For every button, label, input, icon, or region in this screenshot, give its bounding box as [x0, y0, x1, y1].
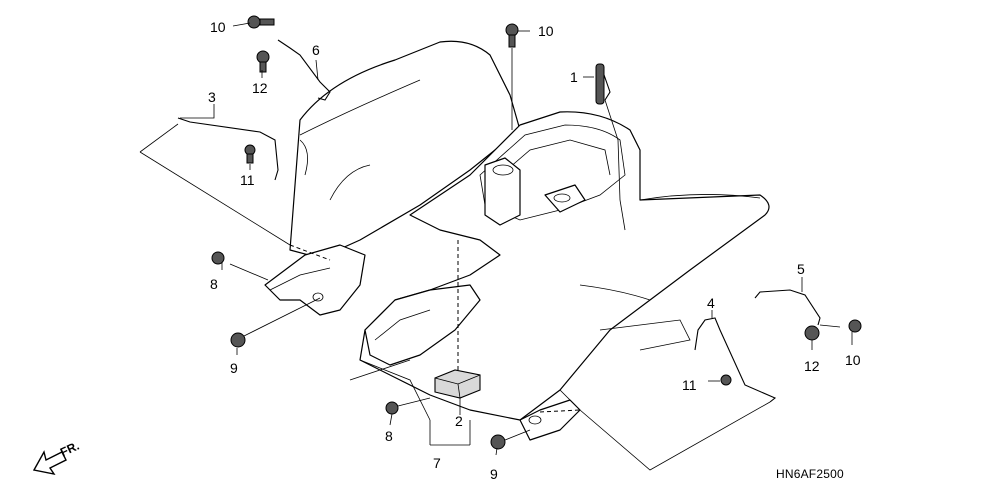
stay-6 [277, 39, 331, 101]
hardware [211, 15, 862, 450]
callout-4: 4 [707, 295, 715, 311]
callout-6: 6 [312, 42, 320, 58]
callout-8: 8 [210, 276, 218, 292]
callout-3: 3 [208, 89, 216, 105]
callout-12: 12 [804, 358, 820, 374]
callout-7: 7 [433, 455, 441, 471]
leader-lines [180, 22, 853, 456]
reference-lines [139, 123, 771, 471]
callout-10: 10 [210, 19, 226, 35]
callout-10: 10 [538, 23, 554, 39]
callout-11: 11 [682, 377, 697, 393]
callout-9: 9 [490, 466, 498, 482]
rear-fender [264, 40, 770, 441]
callout-2: 2 [455, 413, 463, 429]
diagram-code: HN6AF2500 [776, 467, 844, 481]
rubber-pad [434, 369, 481, 399]
stay-3 [177, 117, 279, 181]
callout-8: 8 [385, 428, 393, 444]
callout-11: 11 [240, 172, 255, 188]
callout-1: 1 [570, 69, 578, 85]
callout-9: 9 [230, 360, 238, 376]
callout-12: 12 [252, 80, 268, 96]
callout-5: 5 [797, 261, 805, 277]
front-direction-arrow-icon [32, 450, 67, 476]
callout-10: 10 [845, 352, 861, 368]
stay-5 [754, 289, 821, 326]
stay-4 [694, 317, 777, 403]
